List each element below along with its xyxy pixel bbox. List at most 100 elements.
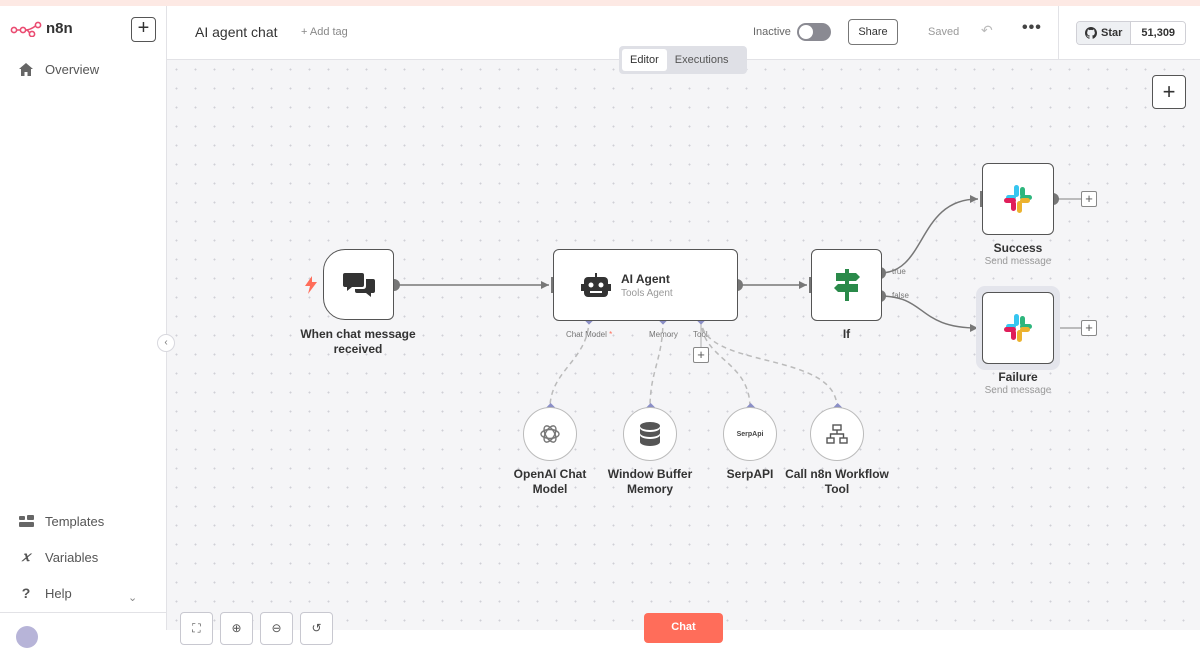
chat-model-port-text: Chat Model bbox=[566, 330, 607, 339]
sidebar-item-label: Variables bbox=[45, 549, 99, 565]
github-icon bbox=[1085, 27, 1097, 39]
node-workflow-tool-label: Call n8n Workflow Tool bbox=[785, 467, 889, 496]
github-star-label: Star bbox=[1101, 27, 1123, 39]
github-star-widget[interactable]: Star 51,309 bbox=[1076, 21, 1187, 45]
chat-bubbles-icon bbox=[342, 272, 375, 297]
add-node-button[interactable]: + bbox=[1152, 75, 1186, 109]
if-true-label: true bbox=[892, 267, 906, 276]
top-banner-strip bbox=[0, 0, 1200, 6]
node-failure[interactable] bbox=[982, 292, 1054, 364]
chat-model-port-label: Chat Model * bbox=[566, 330, 612, 339]
node-ai-agent[interactable]: AI Agent Tools Agent bbox=[553, 249, 738, 321]
arrowhead bbox=[799, 281, 807, 289]
node-ai-agent-subtitle: Tools Agent bbox=[621, 287, 673, 299]
new-workflow-button[interactable]: + bbox=[131, 17, 156, 42]
serpapi-icon: SerpApi bbox=[736, 430, 764, 438]
sidebar-item-label: Templates bbox=[45, 513, 105, 529]
node-call-workflow-tool[interactable] bbox=[810, 407, 864, 461]
reset-zoom-button[interactable]: ↺ bbox=[300, 612, 333, 645]
slack-icon bbox=[1004, 185, 1032, 213]
node-openai-chat-model[interactable] bbox=[523, 407, 577, 461]
connection-if-true-success bbox=[879, 198, 979, 274]
node-serpapi-label: SerpAPI bbox=[726, 467, 774, 481]
n8n-logo-icon bbox=[10, 21, 42, 37]
add-tool-button[interactable]: + bbox=[693, 347, 709, 363]
sidebar-item-templates[interactable]: Templates bbox=[18, 513, 104, 529]
connection-memory bbox=[649, 318, 664, 409]
svg-text:?: ? bbox=[22, 586, 31, 600]
collapse-sidebar-button[interactable]: ‹ bbox=[157, 334, 175, 352]
status-label: Inactive bbox=[753, 26, 791, 38]
sidebar-item-label: Help bbox=[45, 585, 72, 601]
node-failure-subtitle: Send message bbox=[984, 385, 1052, 396]
if-false-label: false bbox=[892, 291, 909, 300]
connection-if-false-failure bbox=[879, 295, 979, 329]
toggle-knob bbox=[799, 25, 813, 39]
chevron-down-icon[interactable]: ⌄ bbox=[128, 592, 138, 604]
node-success[interactable] bbox=[982, 163, 1054, 235]
node-failure-label: Failure bbox=[998, 370, 1038, 384]
node-openai-label: OpenAI Chat Model bbox=[513, 467, 587, 496]
openai-icon bbox=[540, 425, 560, 443]
node-success-subtitle: Send message bbox=[984, 256, 1052, 267]
workflow-canvas[interactable]: + When chat message received AI Agent To… bbox=[167, 60, 1200, 645]
node-if[interactable] bbox=[811, 249, 882, 321]
avatar[interactable] bbox=[16, 626, 38, 648]
active-toggle[interactable] bbox=[797, 23, 831, 41]
help-icon: ? bbox=[18, 585, 34, 601]
chat-button[interactable]: Chat bbox=[644, 613, 723, 643]
tab-editor[interactable]: Editor bbox=[622, 49, 667, 71]
required-mark: * bbox=[609, 330, 613, 339]
node-chat-trigger[interactable] bbox=[323, 249, 394, 320]
robot-icon bbox=[581, 273, 611, 297]
node-success-label: Success bbox=[993, 241, 1043, 255]
brand-name: n8n bbox=[46, 20, 73, 37]
sidebar-item-help[interactable]: ? Help bbox=[18, 585, 72, 601]
connection-tool-workflow bbox=[700, 318, 838, 409]
tab-executions[interactable]: Executions bbox=[674, 54, 729, 66]
success-add-button[interactable]: + bbox=[1081, 191, 1097, 207]
node-serpapi[interactable]: SerpApi bbox=[723, 407, 777, 461]
view-tabs: Editor Executions bbox=[619, 46, 747, 74]
saved-status: Saved bbox=[928, 26, 960, 38]
github-star-count: 51,309 bbox=[1131, 22, 1186, 44]
database-icon bbox=[640, 422, 660, 446]
node-window-buffer-memory[interactable] bbox=[623, 407, 677, 461]
more-options-button[interactable]: ••• bbox=[1022, 19, 1042, 36]
connection-chat-model bbox=[549, 318, 590, 409]
memory-port-label: Memory bbox=[649, 330, 678, 339]
zoom-out-button[interactable]: ⊖ bbox=[260, 612, 293, 645]
fit-view-button[interactable]: ⛶ bbox=[180, 612, 213, 645]
n8n-logo[interactable]: n8n bbox=[10, 20, 73, 37]
home-icon bbox=[18, 61, 34, 77]
zoom-in-button[interactable]: ⊕ bbox=[220, 612, 253, 645]
node-chat-trigger-label: When chat message received bbox=[300, 327, 416, 356]
variables-icon: 𝑥 bbox=[22, 549, 30, 565]
sidebar-item-variables[interactable]: 𝑥 Variables bbox=[18, 549, 98, 565]
node-ai-agent-text: AI Agent Tools Agent bbox=[621, 272, 673, 299]
node-if-label: If bbox=[842, 327, 851, 341]
undo-icon[interactable]: ↶ bbox=[981, 22, 993, 38]
workflow-name[interactable]: AI agent chat bbox=[195, 24, 278, 40]
sidebar-item-overview[interactable]: Overview bbox=[18, 61, 99, 77]
add-tag-button[interactable]: + Add tag bbox=[301, 26, 348, 38]
sitemap-icon bbox=[826, 424, 848, 444]
share-button[interactable]: Share bbox=[848, 19, 898, 45]
node-ai-agent-title: AI Agent bbox=[621, 271, 670, 286]
failure-add-button[interactable]: + bbox=[1081, 320, 1097, 336]
tool-port-label: Tool bbox=[693, 330, 708, 339]
node-memory-label: Window Buffer Memory bbox=[607, 467, 693, 496]
bolt-icon bbox=[305, 276, 317, 294]
sidebar-item-label: Overview bbox=[45, 61, 100, 77]
github-star-button[interactable]: Star bbox=[1077, 22, 1132, 44]
sidebar-divider bbox=[0, 612, 167, 613]
arrowhead bbox=[970, 195, 978, 203]
connection-tool-serpapi bbox=[700, 318, 751, 409]
arrowhead bbox=[541, 281, 549, 289]
slack-icon bbox=[1004, 314, 1032, 342]
templates-icon bbox=[18, 513, 34, 529]
sidebar: n8n + Overview Templates 𝑥 Variables ? H… bbox=[0, 6, 167, 648]
arrowhead bbox=[970, 324, 978, 332]
signpost-icon bbox=[833, 269, 860, 301]
header-divider bbox=[1058, 6, 1059, 60]
